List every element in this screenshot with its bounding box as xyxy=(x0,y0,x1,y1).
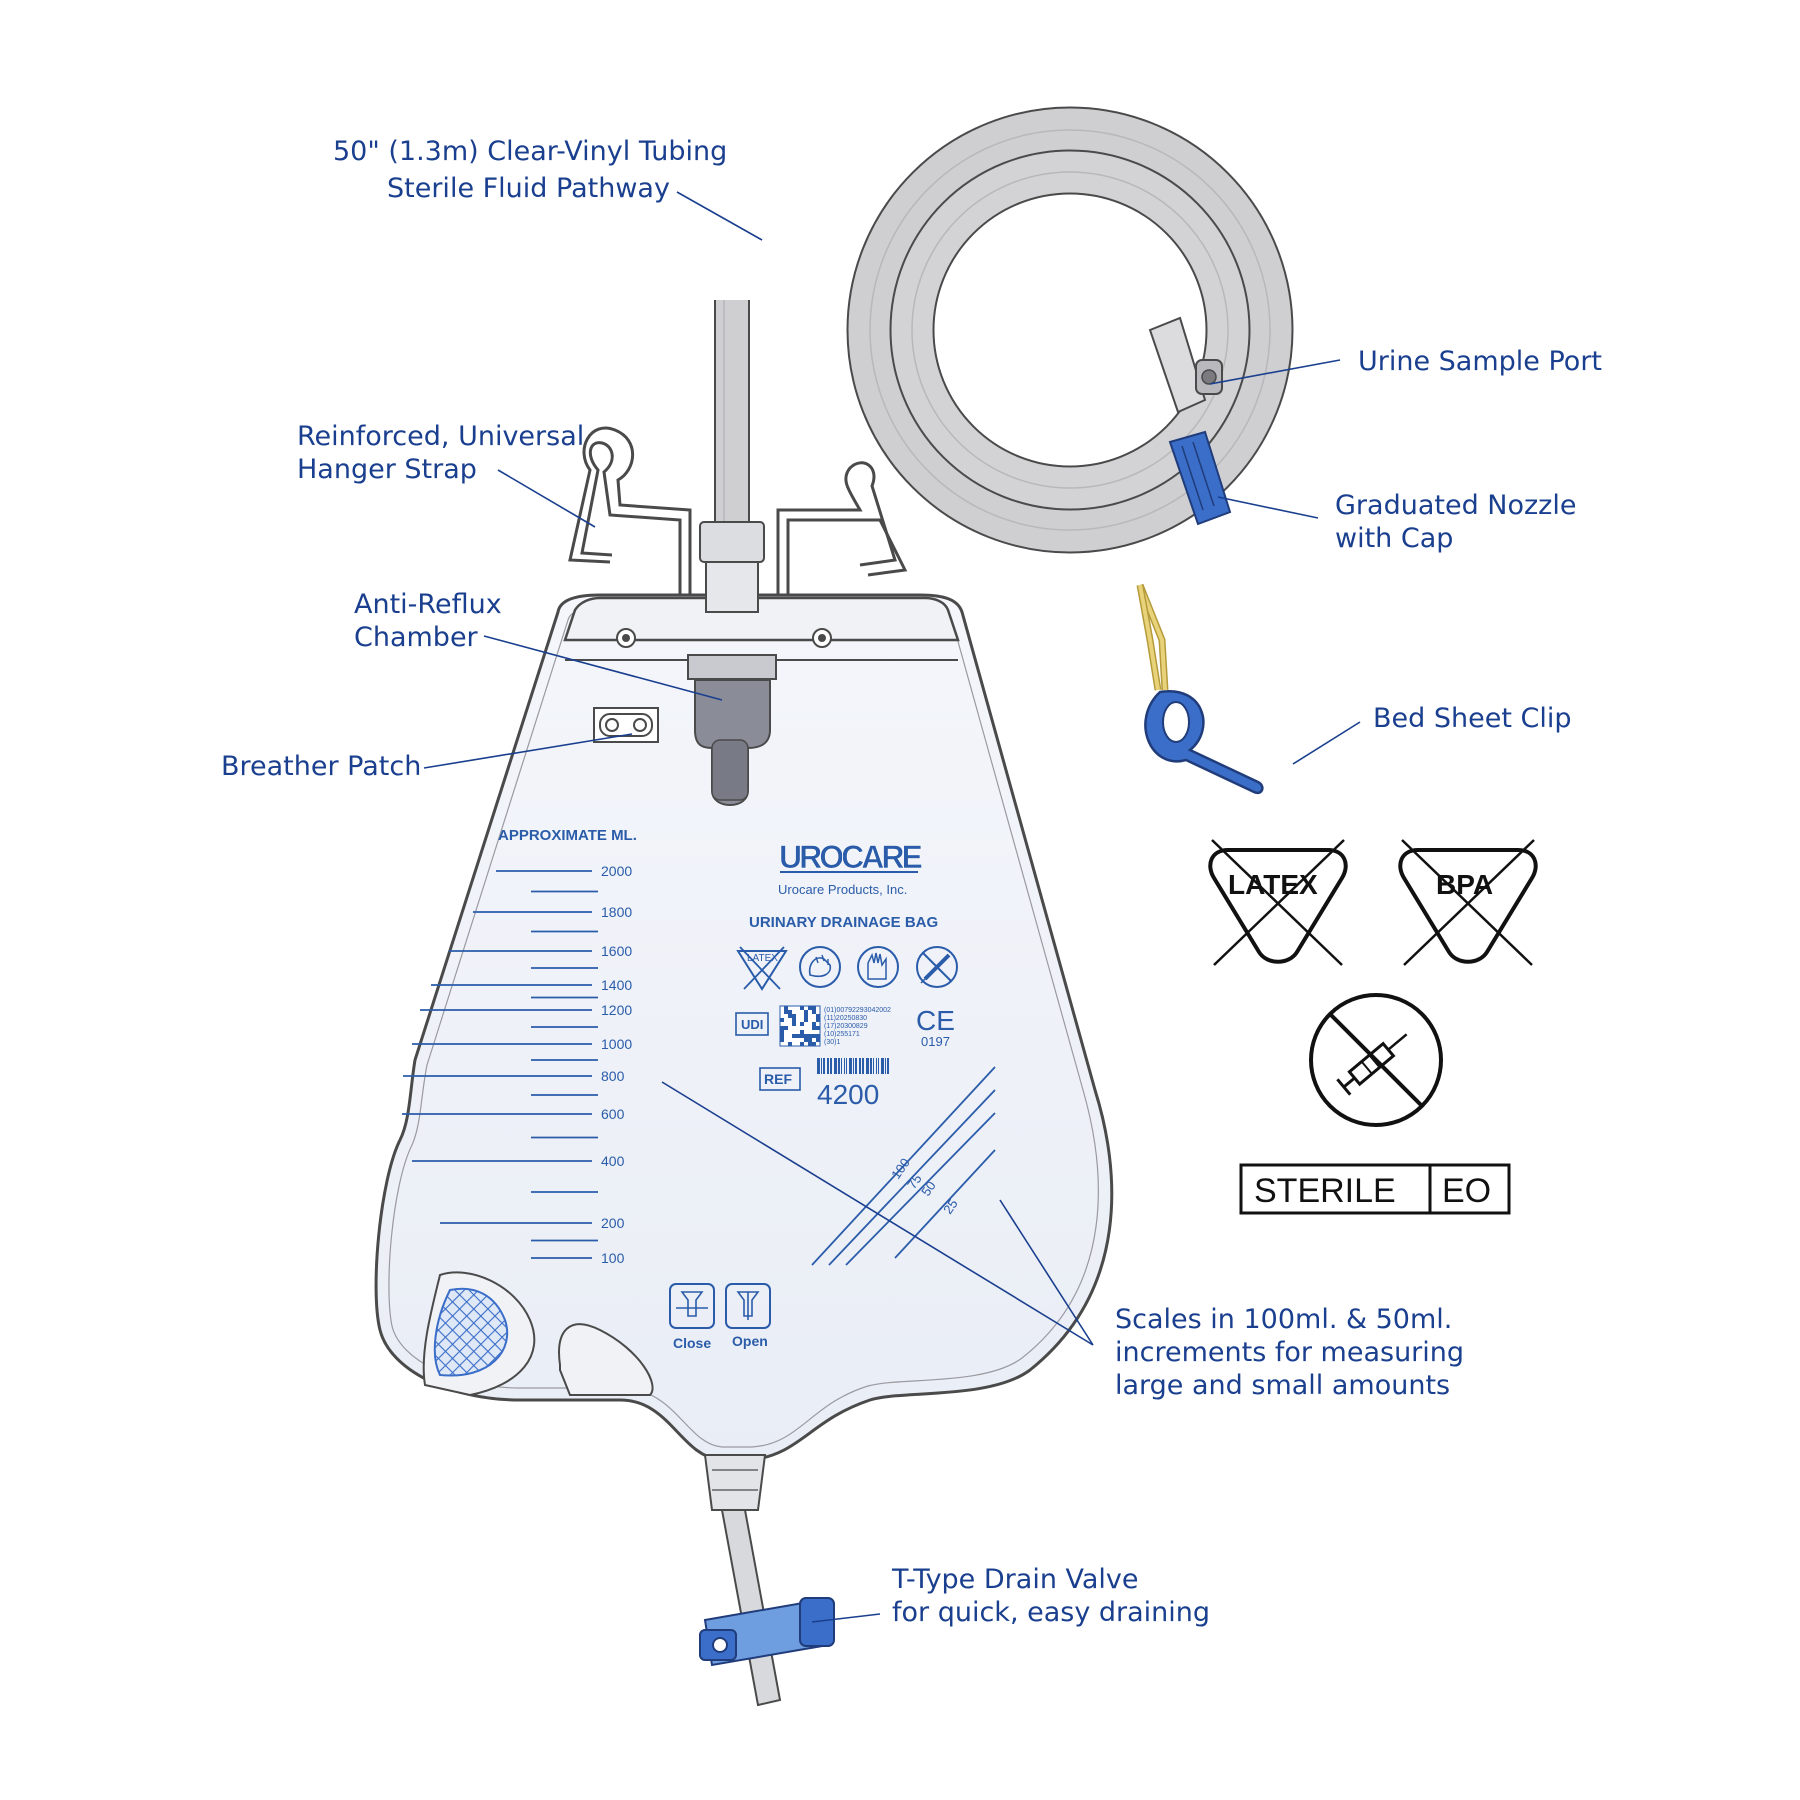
sterile-method-text: EO xyxy=(1442,1172,1491,1210)
tubing-label-1: 50" (1.3m) Clear-Vinyl Tubing xyxy=(333,136,727,167)
barcode-icon xyxy=(817,1058,889,1074)
hanger-label-2: Hanger Strap xyxy=(297,454,477,485)
graduated-nozzle-cap xyxy=(1168,430,1232,526)
scale-label: 600 xyxy=(601,1106,625,1122)
no-latex-text: LATEX xyxy=(1228,869,1318,900)
large-scale: 2000 1800 1600 1400 1200 1000 800 600 400 200 100 xyxy=(402,863,632,1266)
small-scale-label: 75 xyxy=(904,1171,925,1191)
sample-port-label: Urine Sample Port xyxy=(1358,346,1602,377)
anti-reflux-chamber xyxy=(687,521,777,807)
sterile-text: STERILE xyxy=(1254,1172,1396,1210)
hand-wash-icon xyxy=(799,946,841,988)
udi-line-2: (11)20250830 xyxy=(824,1015,867,1022)
nozzle-label-1: Graduated Nozzle xyxy=(1335,490,1576,521)
udi-line-4: (10)255171 xyxy=(824,1031,860,1038)
bag-grip xyxy=(422,1271,654,1397)
small-scale-label: 50 xyxy=(918,1178,939,1198)
scale-label: 1600 xyxy=(601,943,632,959)
no-needle-symbol xyxy=(1309,993,1443,1127)
brand-logo: UROCARE xyxy=(779,839,922,875)
ce-number: 0197 xyxy=(921,1034,950,1049)
scales-label-2: increments for measuring xyxy=(1115,1337,1464,1368)
valve-open-symbol xyxy=(725,1283,771,1329)
scale-title: APPROXIMATE ML. xyxy=(498,827,637,844)
small-scale-line xyxy=(811,1066,996,1266)
hanger-label-1: Reinforced, Universal xyxy=(297,421,584,452)
t-type-drain-valve xyxy=(699,1454,835,1707)
breather-patch xyxy=(593,707,659,743)
small-scale-label: 25 xyxy=(940,1196,961,1216)
scales-label-3: large and small amounts xyxy=(1115,1370,1450,1401)
udi-line-1: (01)00792293042002 xyxy=(824,1007,891,1014)
small-scale-line xyxy=(845,1112,996,1266)
scale-label: 1200 xyxy=(601,1002,632,1018)
leader-lines xyxy=(423,191,1361,1623)
qr-code-icon xyxy=(779,1005,821,1047)
valve-open-label: Open xyxy=(732,1333,768,1349)
latex-icon-text: LATEX xyxy=(747,953,778,964)
product-name: URINARY DRAINAGE BAG xyxy=(749,914,938,931)
udi-label: UDI xyxy=(741,1017,763,1032)
udi-block: UDI (01)00792293042002 (11)20250830 (17)… xyxy=(735,1005,955,1049)
anti-reflux-label-1: Anti-Reflux xyxy=(354,589,502,620)
scale-label: 100 xyxy=(601,1250,625,1266)
no-bpa-text: BPA xyxy=(1436,869,1493,900)
hanger-strap xyxy=(568,426,908,600)
nozzle-label-2: with Cap xyxy=(1335,523,1453,554)
urine-sample-port xyxy=(1148,316,1223,414)
udi-line-3: (17)20300829 xyxy=(824,1023,868,1030)
small-scale-line xyxy=(894,1149,996,1259)
no-needle-icon xyxy=(916,946,958,988)
scales-label-1: Scales in 100ml. & 50ml. xyxy=(1115,1304,1452,1335)
ref-label: REF xyxy=(764,1071,792,1087)
breather-label: Breather Patch xyxy=(221,751,421,782)
scale-label: 1800 xyxy=(601,904,632,920)
scale-label: 800 xyxy=(601,1068,625,1084)
udi-line-5: (30)1 xyxy=(824,1039,840,1046)
brand-block: UROCARE Urocare Products, Inc. URINARY D… xyxy=(749,839,938,931)
scale-label: 1400 xyxy=(601,977,632,993)
clip-label: Bed Sheet Clip xyxy=(1373,703,1572,734)
scale-label: 2000 xyxy=(601,863,632,879)
scale-label: 400 xyxy=(601,1153,625,1169)
bed-sheet-clip xyxy=(1136,583,1264,795)
ce-mark: CE xyxy=(916,1005,955,1036)
ref-number: 4200 xyxy=(817,1079,879,1110)
valve-close-symbol xyxy=(669,1283,715,1329)
no-latex-symbol: LATEX xyxy=(1208,839,1348,966)
tubing-coil xyxy=(714,106,1294,670)
tubing-label-2: Sterile Fluid Pathway xyxy=(387,173,670,204)
company-name: Urocare Products, Inc. xyxy=(778,882,907,897)
ref-block: REF 4200 xyxy=(759,1058,889,1110)
drain-label-1: T-Type Drain Valve xyxy=(891,1564,1139,1595)
gloves-icon xyxy=(857,946,899,988)
sterile-eo-symbol: STERILE EO xyxy=(1239,1163,1511,1215)
drain-label-2: for quick, easy draining xyxy=(892,1597,1210,1628)
scale-label: 1000 xyxy=(601,1036,632,1052)
valve-close-label: Close xyxy=(673,1335,711,1351)
scale-label: 200 xyxy=(601,1215,625,1231)
anti-reflux-label-2: Chamber xyxy=(354,622,479,653)
small-scale-line xyxy=(828,1089,996,1266)
no-latex-icon: LATEX xyxy=(736,946,788,991)
no-bpa-symbol: BPA xyxy=(1398,839,1538,966)
